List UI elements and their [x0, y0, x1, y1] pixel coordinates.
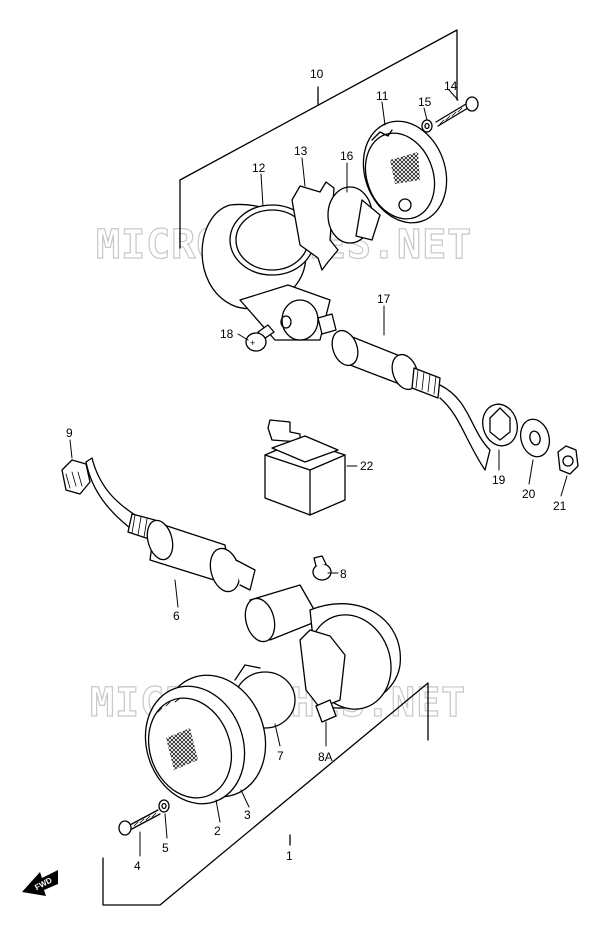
part-label-14: 14	[444, 79, 458, 93]
screw-4	[118, 809, 161, 836]
part-label-8: 8	[340, 567, 347, 581]
relay-22	[264, 419, 346, 516]
part-label-5: 5	[162, 841, 169, 855]
screw-14	[435, 96, 479, 127]
part-label-22: 22	[360, 459, 374, 473]
screw-8	[312, 555, 332, 581]
washer-15	[421, 119, 433, 133]
screw-18: +	[245, 324, 275, 352]
part-label-18: 18	[220, 327, 234, 341]
lower-housing	[244, 584, 401, 710]
part-label-20: 20	[522, 487, 536, 501]
part-label-2: 2	[214, 824, 221, 838]
lens-2	[144, 685, 246, 805]
part-label-1: 1	[286, 849, 293, 863]
part-label-11: 11	[376, 89, 389, 103]
nut-9	[61, 459, 91, 495]
part-label-10: 10	[310, 67, 324, 81]
bulb-16	[327, 186, 381, 244]
bracket-10	[179, 29, 458, 249]
lens-11	[362, 120, 448, 224]
part-label-19: 19	[492, 473, 506, 487]
part-label-12: 12	[252, 161, 266, 175]
part-label-13: 13	[294, 144, 308, 158]
grommet-19	[482, 403, 518, 447]
part-label-17: 17	[377, 292, 391, 306]
part-label-21: 21	[553, 499, 567, 513]
washer-5	[158, 799, 170, 813]
part-label-3: 3	[244, 808, 251, 822]
part-label-4: 4	[134, 859, 141, 873]
wire-sleeve-6	[85, 457, 256, 593]
part-label-7: 7	[277, 749, 284, 763]
part-label-6: 6	[173, 609, 180, 623]
part-label-9: 9	[66, 426, 73, 440]
upper-housing	[201, 203, 337, 341]
leader-lines	[69, 89, 568, 857]
part-label-16: 16	[340, 149, 354, 163]
part-label-8a: 8A	[318, 750, 333, 764]
socket-13	[291, 181, 339, 271]
washer-20	[519, 418, 551, 458]
svg-text:+: +	[250, 338, 255, 348]
part-labels: 10 14 11 15 13 16 12 17 18 9 22 19 20 21…	[66, 67, 567, 873]
bracket-1	[102, 682, 429, 906]
nut-21	[557, 445, 579, 475]
part-label-15: 15	[418, 95, 432, 109]
wire-sleeve-17	[331, 329, 491, 471]
fwd-arrow-icon: FWD	[22, 870, 58, 896]
socket-8a	[315, 699, 337, 723]
